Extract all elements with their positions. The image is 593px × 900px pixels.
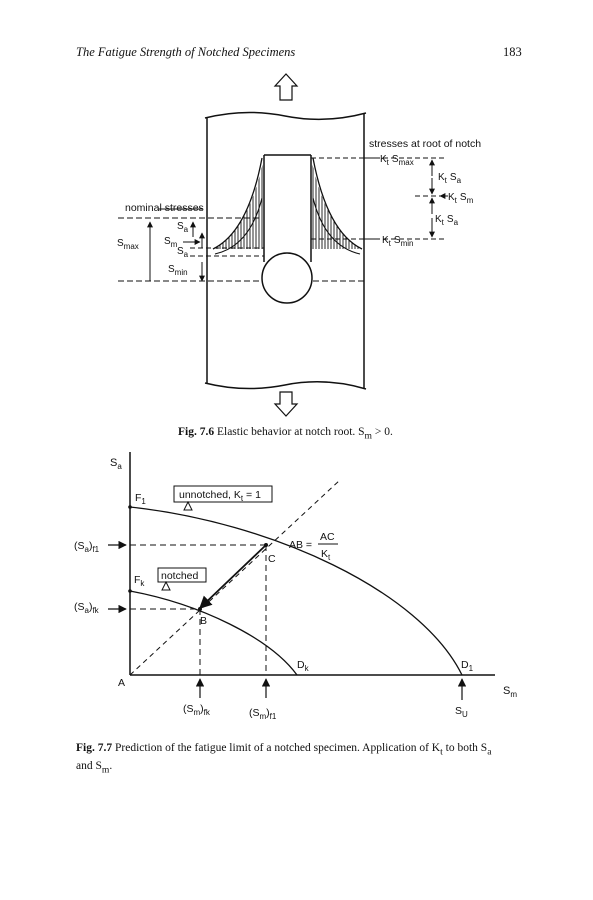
ac-label: AC bbox=[320, 531, 335, 543]
sm-fk-label: (Sm)fk bbox=[183, 703, 211, 717]
label-nominal-stresses: nominal stresses bbox=[125, 202, 204, 214]
c-to-b-arrow bbox=[199, 544, 267, 609]
ab-equation: AB = bbox=[289, 539, 312, 551]
right-stress-curve-min bbox=[312, 197, 361, 255]
notch-hole bbox=[261, 252, 313, 304]
notched-label-box bbox=[157, 567, 207, 583]
y-axis-label: Sa bbox=[110, 457, 122, 471]
unnotched-curve bbox=[129, 506, 463, 676]
sa-fk-label: (Sa)fk bbox=[74, 601, 100, 615]
page-number: 183 bbox=[503, 45, 522, 59]
unnotched-pointer bbox=[183, 500, 193, 511]
notched-pointer bbox=[161, 580, 171, 591]
fig-7-6-caption: Fig. 7.6 Elastic behavior at notch root.… bbox=[178, 426, 393, 442]
label-sa: Sa bbox=[177, 221, 189, 234]
point-b-label: B bbox=[200, 615, 207, 627]
point-fk-label: Fk bbox=[134, 574, 145, 588]
kt-label: Kt bbox=[321, 548, 331, 562]
right-stress-hatch bbox=[311, 158, 362, 249]
running-title: The Fatigue Strength of Notched Specimen… bbox=[76, 45, 296, 59]
point-dk-label: Dk bbox=[297, 659, 310, 673]
specimen-bottom-edge bbox=[204, 381, 367, 390]
point-c-label: C bbox=[268, 553, 276, 565]
label-sm: Sm bbox=[164, 236, 178, 249]
label-smax: Smax bbox=[117, 238, 139, 251]
figure-7-7: unnotched, Kt = 1 notched AB = AC Kt Sa … bbox=[74, 452, 517, 721]
point-d1-label: D1 bbox=[461, 659, 474, 673]
su-label: SU bbox=[455, 705, 468, 719]
unnotched-label: unnotched, Kt = 1 bbox=[179, 489, 261, 503]
notched-label: notched bbox=[161, 570, 199, 582]
left-stress-curve bbox=[212, 157, 263, 250]
figure-7-6: stresses at root of notch nominal stress… bbox=[117, 73, 481, 417]
ray-dashed bbox=[129, 479, 341, 676]
sm-f1-label: (Sm)f1 bbox=[249, 707, 277, 721]
right-stress-curve bbox=[312, 157, 363, 250]
label-sa-2: Sa bbox=[177, 246, 189, 259]
left-stress-hatch bbox=[213, 158, 264, 249]
notched-curve bbox=[129, 590, 298, 676]
fig-7-7-caption: Fig. 7.7 Prediction of the fatigue limit… bbox=[76, 742, 492, 776]
load-arrow-down bbox=[273, 391, 299, 417]
label-root-stresses: stresses at root of notch bbox=[369, 138, 481, 150]
unnotched-label-box bbox=[173, 485, 273, 503]
point-a-label: A bbox=[118, 677, 125, 689]
sa-f1-label: (Sa)f1 bbox=[74, 540, 100, 554]
left-stress-curve-min bbox=[214, 197, 263, 255]
point-f1-label: F1 bbox=[135, 492, 146, 506]
label-smin: Smin bbox=[168, 264, 188, 277]
x-axis-label: Sm bbox=[503, 685, 517, 699]
load-arrow-up bbox=[273, 73, 299, 101]
specimen-top-edge bbox=[204, 111, 367, 121]
